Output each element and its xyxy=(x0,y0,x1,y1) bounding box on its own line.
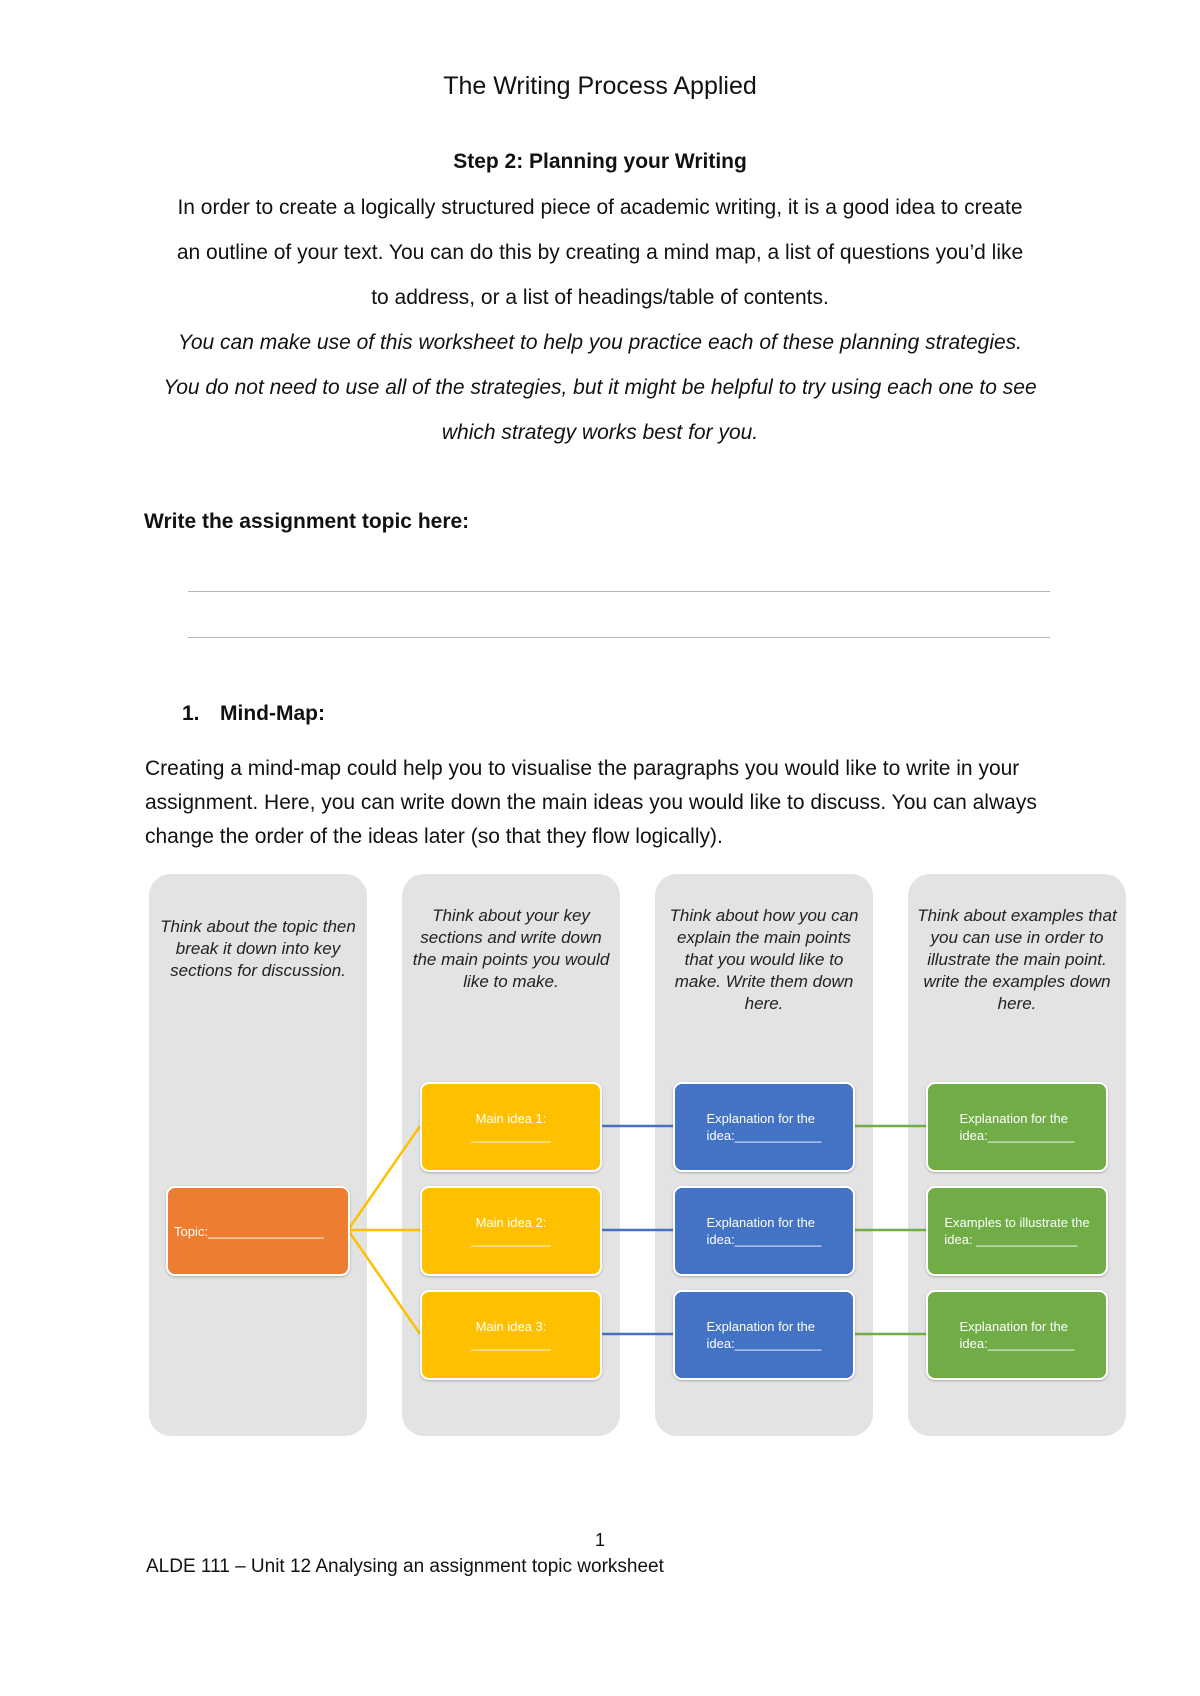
topic-write-line-1[interactable] xyxy=(188,591,1050,592)
mind-map-paragraph-line-1: Creating a mind-map could help you to vi… xyxy=(145,757,1020,780)
main-idea-2-label: Main idea 2: xyxy=(475,1215,547,1230)
topic-box-text: Topic:________________ xyxy=(174,1223,324,1239)
explanation-1-blank: idea:____________ xyxy=(706,1128,822,1143)
example-2-label: Examples to illustrate the xyxy=(944,1215,1090,1230)
example-3-box[interactable]: Explanation for the idea:____________ xyxy=(926,1290,1108,1380)
explanation-1-box[interactable]: Explanation for the idea:____________ xyxy=(673,1082,855,1172)
explanation-3-label: Explanation for the xyxy=(706,1319,815,1334)
example-2-box[interactable]: Examples to illustrate the idea: ________… xyxy=(926,1186,1108,1276)
example-3-blank: idea:____________ xyxy=(959,1336,1075,1351)
explanation-2-label: Explanation for the xyxy=(706,1215,815,1230)
main-idea-1-box[interactable]: Main idea 1: ___________ xyxy=(420,1082,602,1172)
topic-box[interactable]: Topic:________________ xyxy=(166,1186,350,1276)
column-4-caption: Think about examples that you can use in… xyxy=(917,906,1117,1013)
explanation-2-blank: idea:____________ xyxy=(706,1232,822,1247)
explanation-3-box[interactable]: Explanation for the idea:____________ xyxy=(673,1290,855,1380)
mind-map-heading: Mind-Map: xyxy=(220,702,325,725)
mind-map-column-1 xyxy=(149,874,367,1436)
main-idea-1-blank: ___________ xyxy=(471,1128,551,1143)
explanation-3-blank: idea:____________ xyxy=(706,1336,822,1351)
intro-line-2: an outline of your text. You can do this… xyxy=(176,241,1024,264)
intro-italic-line-2: You do not need to use all of the strate… xyxy=(163,376,1037,399)
intro-italic-line-3: which strategy works best for you. xyxy=(441,421,759,444)
mind-map-paragraph-line-3: change the order of the ideas later (so … xyxy=(145,825,723,848)
example-3-label: Explanation for the xyxy=(959,1319,1068,1334)
step-heading: Step 2: Planning your Writing xyxy=(453,150,747,173)
explanation-1-label: Explanation for the xyxy=(706,1111,815,1126)
topic-prompt: Write the assignment topic here: xyxy=(144,510,470,533)
main-idea-3-label: Main idea 3: xyxy=(475,1319,547,1334)
main-idea-1-label: Main idea 1: xyxy=(475,1111,547,1126)
column-1-caption: Think about the topic then break it down… xyxy=(160,917,356,980)
main-idea-3-box[interactable]: Main idea 3: ___________ xyxy=(420,1290,602,1380)
column-2-caption: Think about your key sections and write … xyxy=(412,906,610,991)
intro-line-1: In order to create a logically structure… xyxy=(177,196,1023,219)
mind-map-paragraph-line-2: assignment. Here, you can write down the… xyxy=(145,791,1037,814)
main-idea-3-blank: ___________ xyxy=(471,1336,551,1351)
main-idea-2-box[interactable]: Main idea 2: ___________ xyxy=(420,1186,602,1276)
intro-line-3: to address, or a list of headings/table … xyxy=(371,286,829,309)
topic-write-line-2[interactable] xyxy=(188,637,1050,638)
mind-map-number: 1. xyxy=(182,702,200,725)
example-1-label: Explanation for the xyxy=(959,1111,1068,1126)
page-number: 1 xyxy=(594,1530,605,1550)
explanation-2-box[interactable]: Explanation for the idea:____________ xyxy=(673,1186,855,1276)
document-title: The Writing Process Applied xyxy=(443,72,757,100)
example-1-box[interactable]: Explanation for the idea:____________ xyxy=(926,1082,1108,1172)
connector-topic-idea-3 xyxy=(346,1229,422,1335)
example-2-blank: idea: ______________ xyxy=(944,1232,1078,1247)
example-1-blank: idea:____________ xyxy=(959,1128,1075,1143)
column-3-caption: Think about how you can explain the main… xyxy=(669,906,859,1013)
connector-topic-idea-1 xyxy=(346,1125,422,1231)
main-idea-2-blank: ___________ xyxy=(471,1232,551,1247)
intro-italic-line-1: You can make use of this worksheet to he… xyxy=(177,331,1022,354)
footer-text: ALDE 111 – Unit 12 Analysing an assignme… xyxy=(146,1556,664,1577)
